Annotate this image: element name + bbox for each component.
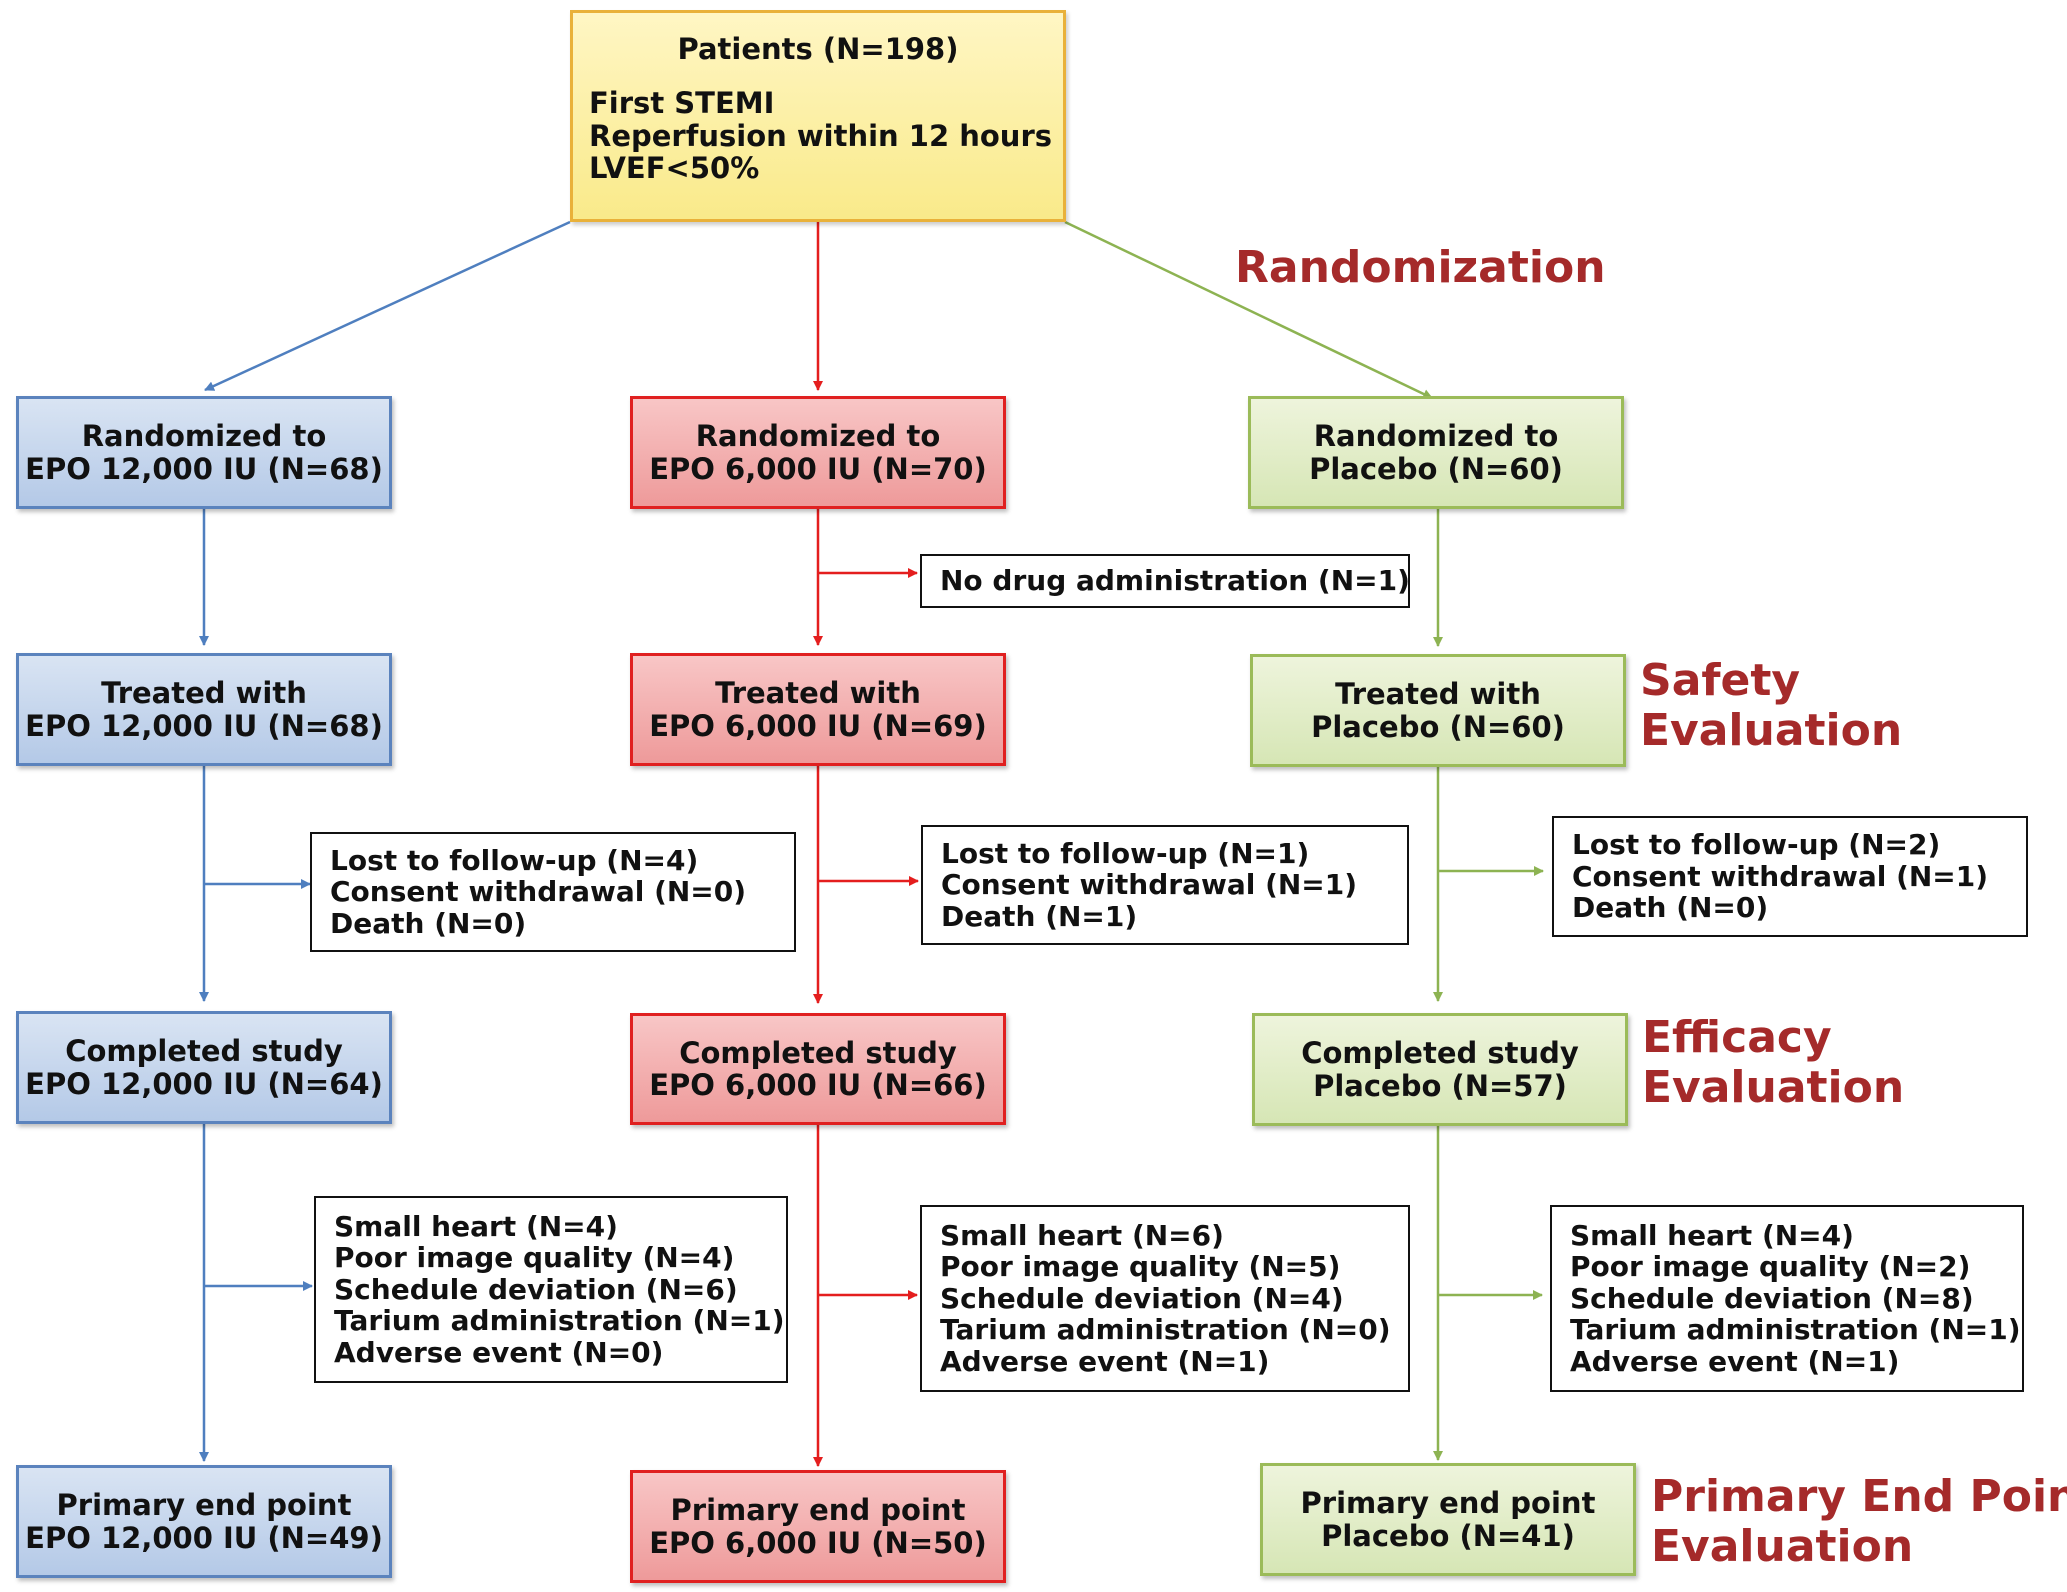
arrow-to-epo12000-randomized [204, 220, 571, 392]
epo12000-completed-box: Completed study EPO 12,000 IU (N=64) [16, 1011, 392, 1124]
epo6000-treated-box: Treated with EPO 6,000 IU (N=69) [630, 653, 1006, 766]
epo6000-primary-box: Primary end point EPO 6,000 IU (N=50) [630, 1470, 1006, 1583]
epo12000-randomized-box: Randomized to EPO 12,000 IU (N=68) [16, 396, 392, 509]
epo12000-excluded-followup-box: Lost to follow-up (N=4) Consent withdraw… [310, 832, 796, 952]
epo6000-completed-box: Completed study EPO 6,000 IU (N=66) [630, 1013, 1006, 1125]
placebo-excluded-analysis-box: Small heart (N=4) Poor image quality (N=… [1550, 1205, 2024, 1392]
epo6000-excluded-followup-box: Lost to follow-up (N=1) Consent withdraw… [921, 825, 1409, 945]
placebo-primary-box: Primary end point Placebo (N=41) [1260, 1463, 1636, 1576]
patients-title: Patients (N=198) [677, 32, 959, 66]
epo12000-primary-box: Primary end point EPO 12,000 IU (N=49) [16, 1465, 392, 1578]
epo12000-excluded-analysis-box: Small heart (N=4) Poor image quality (N=… [314, 1196, 788, 1383]
epo12000-treated-box: Treated with EPO 12,000 IU (N=68) [16, 653, 392, 766]
stage-label-safety: Safety Evaluation [1640, 655, 1903, 756]
criteria-line: Reperfusion within 12 hours [589, 118, 1053, 153]
placebo-completed-box: Completed study Placebo (N=57) [1252, 1013, 1628, 1126]
criteria-line: LVEF<50% [589, 151, 760, 186]
stage-label-randomization: Randomization [1235, 242, 1606, 293]
arrow-to-placebo-randomized [1064, 220, 1433, 400]
epo6000-randomized-box: Randomized to EPO 6,000 IU (N=70) [630, 396, 1006, 509]
stage-label-efficacy: Efficacy Evaluation [1642, 1012, 1905, 1113]
epo6000-excluded-analysis-box: Small heart (N=6) Poor image quality (N=… [920, 1205, 1410, 1392]
inclusion-criteria: First STEMI Reperfusion within 12 hours … [573, 86, 1053, 186]
placebo-excluded-followup-box: Lost to follow-up (N=2) Consent withdraw… [1552, 816, 2028, 937]
placebo-treated-box: Treated with Placebo (N=60) [1250, 654, 1626, 767]
criteria-line: First STEMI [589, 86, 775, 121]
stage-label-primary-end-point: Primary End Point Evaluation [1651, 1471, 2067, 1572]
placebo-randomized-box: Randomized to Placebo (N=60) [1248, 396, 1624, 509]
patients-box: Patients (N=198) First STEMI Reperfusion… [570, 10, 1066, 222]
epo6000-no-drug-box: No drug administration (N=1) [920, 554, 1410, 608]
